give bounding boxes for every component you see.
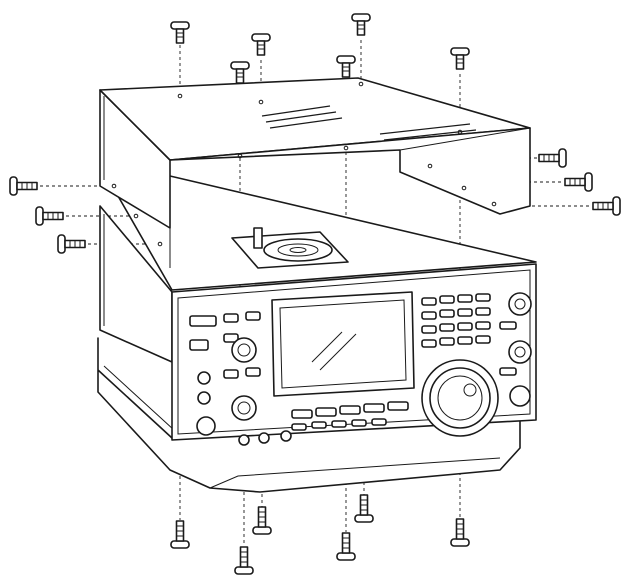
screw	[336, 55, 356, 78]
screw	[564, 172, 593, 192]
display-screen	[271, 291, 415, 397]
front-panel	[171, 263, 537, 446]
screw	[57, 234, 86, 254]
screw	[170, 21, 190, 44]
screw	[336, 532, 356, 561]
chassis-body	[97, 175, 537, 493]
bottom-cover-screws	[170, 494, 470, 575]
top-cover	[99, 77, 531, 268]
speaker	[231, 227, 349, 269]
screw	[592, 196, 621, 216]
screw	[170, 520, 190, 549]
right-knobs	[499, 292, 532, 407]
screw	[538, 148, 567, 168]
screw	[230, 61, 250, 84]
screw	[450, 47, 470, 70]
cover-vents	[261, 105, 477, 141]
screw	[35, 206, 64, 226]
side-cover-screws	[9, 148, 621, 254]
left-buttons	[189, 311, 261, 405]
screw	[234, 546, 254, 575]
screw	[450, 518, 470, 547]
screw	[351, 13, 371, 36]
screw	[251, 33, 271, 56]
main-tuning-dial	[421, 359, 499, 437]
left-knobs	[196, 337, 257, 436]
screw	[354, 494, 374, 523]
screw	[252, 506, 272, 535]
keypad	[421, 293, 491, 348]
top-cover-screws	[170, 13, 470, 84]
lower-button-row	[238, 401, 409, 446]
screw	[9, 176, 38, 196]
